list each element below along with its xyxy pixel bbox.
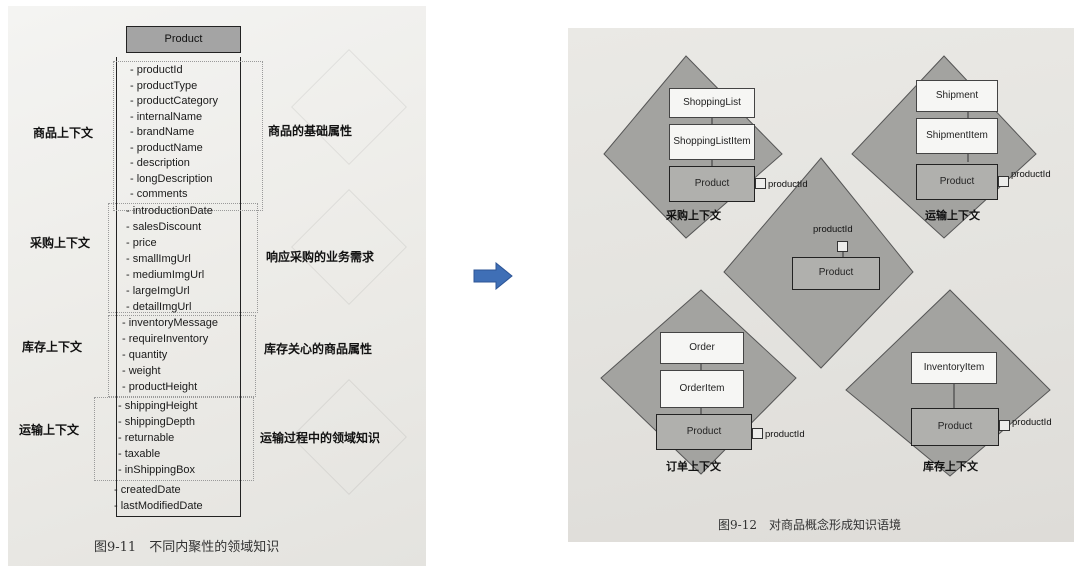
attribute-item: - description (130, 157, 190, 169)
context-label-purchase: 采购上下文 (30, 236, 91, 250)
context-group-shipping (94, 397, 254, 481)
figure-caption-right: 图9-12 对商品概念形成知识语境 (718, 518, 901, 532)
attribute-item: - shippingDepth (118, 416, 196, 428)
attribute-item: - taxable (118, 448, 161, 460)
description-product: 商品的基础属性 (268, 124, 353, 138)
attribute-item: - brandName (130, 126, 195, 138)
purchase-context-label: 采购上下文 (666, 209, 721, 222)
attribute-item: - detailImgUrl (126, 301, 192, 313)
shipping-product-box: Product (916, 164, 998, 200)
attribute-item: - price (126, 237, 157, 249)
attribute-item: - comments (130, 188, 188, 200)
attribute-item: - largeImgUrl (126, 285, 190, 297)
inventory-context-label: 库存上下文 (923, 460, 978, 473)
purchase-product-box: Product (669, 166, 755, 202)
description-inventory: 库存关心的商品属性 (264, 342, 373, 356)
attribute-item: - productId (130, 64, 183, 76)
description-shipping: 运输过程中的领域知识 (260, 431, 381, 445)
shipping-context-label: 运输上下文 (925, 209, 980, 222)
orderitem-box: OrderItem (660, 370, 744, 408)
order-context-label: 订单上下文 (666, 460, 721, 473)
order-link-port (752, 428, 763, 439)
shipment-box: Shipment (916, 80, 998, 112)
attribute-item: - internalName (130, 110, 203, 123)
shipping-link-label: productId (1011, 169, 1051, 180)
attribute-item: - inventoryMessage (122, 317, 218, 329)
shoppinglistitem-box: ShoppingListItem (669, 124, 755, 160)
context-group-purchase (108, 203, 258, 313)
inventoryitem-box: InventoryItem (911, 352, 997, 384)
attribute-item: - salesDiscount (126, 221, 202, 233)
attribute-item: - introductionDate (126, 205, 213, 217)
context-label-product: 商品上下文 (33, 126, 94, 140)
order-box: Order (660, 332, 744, 364)
shoppinglist-box: ShoppingList (669, 88, 755, 118)
attribute-item: - shippingHeight (118, 400, 198, 412)
order-product-box: Product (656, 414, 752, 450)
attribute-item: - smallImgUrl (126, 253, 191, 265)
context-group-inventory (108, 315, 256, 397)
attribute-item: - mediumImgUrl (126, 269, 205, 281)
figure-9-12: ShoppingList ShoppingListItem Product pr… (568, 28, 1074, 542)
attribute-item: - productName (130, 141, 203, 154)
inventory-link-port (999, 420, 1010, 431)
order-link-label: productId (765, 429, 805, 440)
context-label-shipping: 运输上下文 (19, 423, 80, 437)
background-shape (291, 49, 407, 165)
attribute-item: - longDescription (130, 172, 213, 185)
center-product-box: Product (792, 257, 880, 290)
background-shape (291, 189, 407, 305)
shipping-link-port (998, 176, 1009, 187)
context-label-inventory: 库存上下文 (22, 340, 83, 354)
right-arrow-icon (473, 262, 513, 290)
attribute-item: - productCategory (130, 95, 219, 107)
inventory-link-label: productId (1012, 417, 1052, 428)
product-entity-header: Product (126, 26, 241, 53)
attribute-item: - requireInventory (122, 333, 209, 345)
center-link-label: productId (813, 224, 853, 235)
attribute-item: - productType (130, 79, 198, 92)
product-entity-body (116, 57, 241, 517)
attribute-item: - quantity (122, 349, 168, 361)
center-link-port (837, 241, 848, 252)
attribute-item: - weight (122, 365, 161, 377)
purchase-link-port (755, 178, 766, 189)
figure-caption-left: 图9-11 不同内聚性的领域知识 (94, 540, 280, 555)
inventory-product-box: Product (911, 408, 999, 446)
context-group-product (113, 61, 263, 211)
figure-9-11: Product - productId - productType - prod… (8, 6, 426, 566)
attribute-item: - productHeight (122, 381, 198, 393)
attribute-item: - inShippingBox (118, 464, 196, 476)
attribute-item: - createdDate (114, 484, 181, 496)
purchase-link-label: productId (768, 179, 808, 190)
shipmentitem-box: ShipmentItem (916, 118, 998, 154)
description-purchase: 响应采购的业务需求 (266, 250, 375, 264)
attribute-item: - lastModifiedDate (114, 500, 203, 512)
attribute-item: - returnable (118, 432, 175, 444)
